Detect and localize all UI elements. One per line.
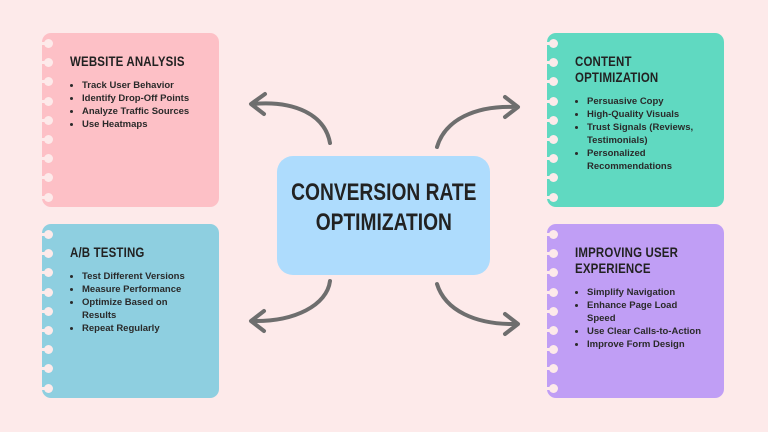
- list-item: Test Different Versions: [82, 270, 200, 283]
- notebook-hole: [40, 192, 54, 202]
- notebook-hole: [545, 154, 559, 164]
- notebook-hole: [545, 96, 559, 106]
- central-topic: CONVERSION RATE OPTIMIZATION: [277, 156, 490, 275]
- notebook-holes: [545, 33, 561, 207]
- notebook-hole: [545, 135, 559, 144]
- notebook-hole: [40, 39, 54, 48]
- card-improving-user-experience: IMPROVING USER EXPERIENCE Simplify Navig…: [545, 224, 724, 398]
- notebook-hole: [545, 115, 559, 125]
- list-item: Repeat Regularly: [82, 322, 200, 335]
- list-item: Enhance Page Load Speed: [587, 299, 705, 325]
- notebook-hole: [40, 326, 54, 335]
- list-item: Persuasive Copy: [587, 95, 714, 108]
- list-item: Use Clear Calls-to-Action: [587, 325, 705, 338]
- central-title-line1: CONVERSION RATE: [290, 179, 477, 206]
- card-website-analysis: WEBSITE ANALYSIS Track User BehaviorIden…: [40, 33, 219, 207]
- arrow-to-content-optimization: [435, 95, 520, 149]
- notebook-hole: [40, 287, 54, 297]
- notebook-hole: [40, 230, 54, 239]
- notebook-hole: [545, 230, 559, 239]
- notebook-hole: [40, 135, 54, 144]
- card-title: WEBSITE ANALYSIS: [70, 53, 185, 69]
- notebook-hole: [545, 306, 559, 316]
- central-title-line2: OPTIMIZATION: [315, 209, 452, 236]
- notebook-hole: [545, 383, 559, 393]
- notebook-hole: [545, 173, 559, 183]
- arrow-to-ab-testing: [249, 279, 332, 333]
- notebook-hole: [40, 364, 54, 374]
- notebook-hole: [40, 154, 54, 164]
- list-item: High-Quality Visuals: [587, 108, 714, 121]
- notebook-hole: [40, 383, 54, 393]
- list-item: Analyze Traffic Sources: [82, 105, 209, 118]
- notebook-hole: [545, 345, 559, 355]
- notebook-hole: [545, 39, 559, 48]
- notebook-holes: [40, 33, 56, 207]
- notebook-hole: [545, 364, 559, 374]
- notebook-hole: [40, 268, 54, 278]
- notebook-hole: [40, 58, 54, 68]
- card-title: A/B TESTING: [70, 244, 145, 260]
- notebook-hole: [545, 268, 559, 278]
- notebook-hole: [40, 173, 54, 183]
- list-item: Measure Performance: [82, 283, 200, 296]
- notebook-hole: [545, 326, 559, 335]
- card-content-optimization: CONTENT OPTIMIZATION Persuasive CopyHigh…: [545, 33, 724, 207]
- list-item: Improve Form Design: [587, 338, 705, 351]
- notebook-hole: [40, 249, 54, 259]
- list-item: Optimize Based on Results: [82, 296, 200, 322]
- arrow-to-website-analysis: [249, 92, 332, 145]
- notebook-hole: [40, 96, 54, 106]
- notebook-holes: [40, 224, 56, 398]
- notebook-hole: [40, 345, 54, 355]
- list-item: Personalized Recommendations: [587, 147, 714, 173]
- notebook-hole: [40, 77, 54, 87]
- notebook-hole: [40, 115, 54, 125]
- notebook-hole: [545, 249, 559, 259]
- card-ab-testing: A/B TESTING Test Different VersionsMeasu…: [40, 224, 219, 398]
- list-item: Identify Drop-Off Points: [82, 92, 209, 105]
- notebook-hole: [545, 77, 559, 87]
- list-item: Trust Signals (Reviews, Testimonials): [587, 121, 714, 147]
- notebook-hole: [545, 287, 559, 297]
- card-title: CONTENT OPTIMIZATION: [575, 53, 659, 85]
- list-item: Use Heatmaps: [82, 118, 209, 131]
- card-title: IMPROVING USER EXPERIENCE: [575, 244, 679, 276]
- list-item: Simplify Navigation: [587, 286, 705, 299]
- arrow-to-improving-ux: [435, 282, 520, 336]
- list-item: Track User Behavior: [82, 79, 209, 92]
- notebook-holes: [545, 224, 561, 398]
- notebook-hole: [545, 58, 559, 68]
- notebook-hole: [545, 192, 559, 202]
- notebook-hole: [40, 306, 54, 316]
